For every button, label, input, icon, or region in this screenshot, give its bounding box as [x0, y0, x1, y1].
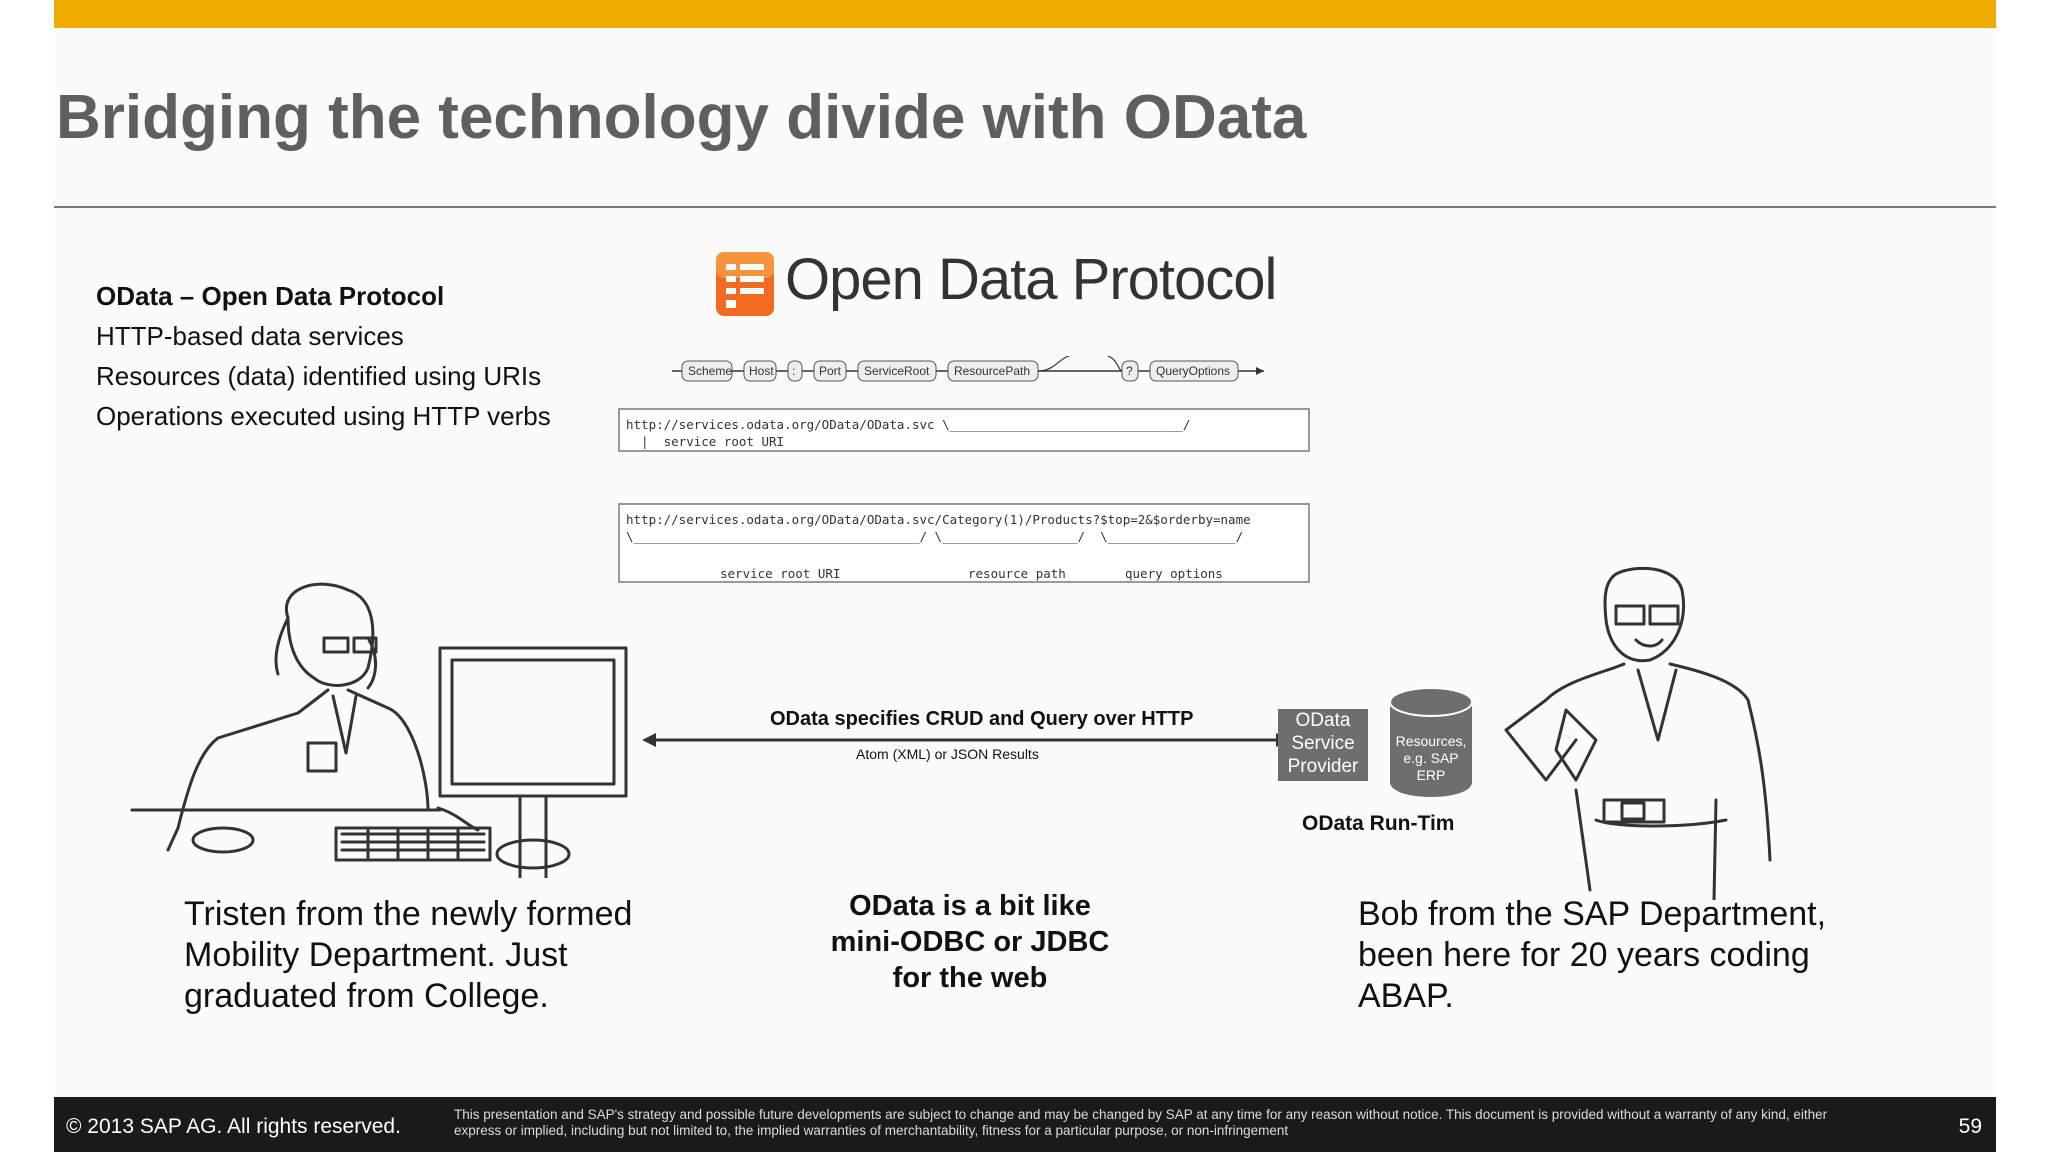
database-icon	[1389, 687, 1473, 797]
uri-line: | service root URI	[626, 434, 785, 449]
results-format-label: Atom (XML) or JSON Results	[856, 746, 1039, 762]
title-divider	[54, 206, 1996, 208]
odata-logo-icon	[714, 248, 776, 325]
caption-bob: Bob from the SAP Department, been here f…	[1358, 895, 1827, 1015]
developer-sketch-icon	[130, 582, 628, 878]
uri-syntax-diagram: Scheme Host : Port ServiceRoot ResourceP…	[672, 356, 1264, 382]
odata-service-provider-box: OData Service Provider	[1278, 709, 1368, 781]
bullet-item: HTTP-based data services	[96, 321, 404, 351]
odata-runtime-label: OData Run-Tim	[1302, 812, 1455, 835]
syntax-part-host: Host	[749, 364, 774, 378]
syntax-part-scheme: Scheme	[688, 364, 732, 378]
top-accent-bar	[54, 0, 1996, 28]
uri-line: http://services.odata.org/OData/OData.sv…	[626, 512, 1251, 527]
caption-odbc-analogy: OData is a bit like mini-ODBC or JDBC fo…	[830, 890, 1110, 994]
logo-text: Open Data Protocol	[785, 247, 1277, 312]
resources-label: Resources, e.g. SAP ERP	[1395, 733, 1467, 783]
uri-label-path: resource path	[968, 566, 1066, 581]
uri-example-full: http://services.odata.org/OData/OData.sv…	[618, 503, 1310, 583]
uri-label-query: query options	[1125, 566, 1223, 581]
syntax-part-resourcepath: ResourcePath	[954, 364, 1030, 378]
uri-label-root: service root URI	[720, 566, 841, 581]
bullet-heading: OData – Open Data Protocol	[96, 281, 445, 311]
uri-line: http://services.odata.org/OData/OData.sv…	[626, 417, 1191, 432]
syntax-part-queryoptions: QueryOptions	[1156, 364, 1230, 378]
crud-label: OData specifies CRUD and Query over HTTP	[770, 708, 1194, 730]
caption-tristen: Tristen from the newly formed Mobility D…	[184, 895, 633, 1015]
disclaimer-text: This presentation and SAP's strategy and…	[454, 1107, 1828, 1138]
page-number: 59	[1958, 1115, 1982, 1138]
footer-bar: © 2013 SAP AG. All rights reserved. This…	[54, 1097, 1996, 1152]
abap-developer-sketch-icon	[1504, 566, 1772, 900]
copyright-text: © 2013 SAP AG. All rights reserved.	[66, 1115, 401, 1138]
syntax-part-serviceroot: ServiceRoot	[864, 364, 930, 378]
bullet-item: Resources (data) identified using URIs	[96, 361, 542, 391]
bullet-item: Operations executed using HTTP verbs	[96, 401, 551, 431]
slide-title: Bridging the technology divide with ODat…	[56, 83, 1307, 152]
syntax-part-question: ?	[1126, 364, 1133, 378]
uri-example-service-root: http://services.odata.org/OData/OData.sv…	[618, 408, 1310, 452]
syntax-part-colon: :	[792, 364, 795, 378]
uri-line: \______________________________________/…	[626, 529, 1244, 544]
bullet-list: OData – Open Data Protocol HTTP-based da…	[96, 276, 551, 436]
syntax-part-port: Port	[819, 364, 842, 378]
